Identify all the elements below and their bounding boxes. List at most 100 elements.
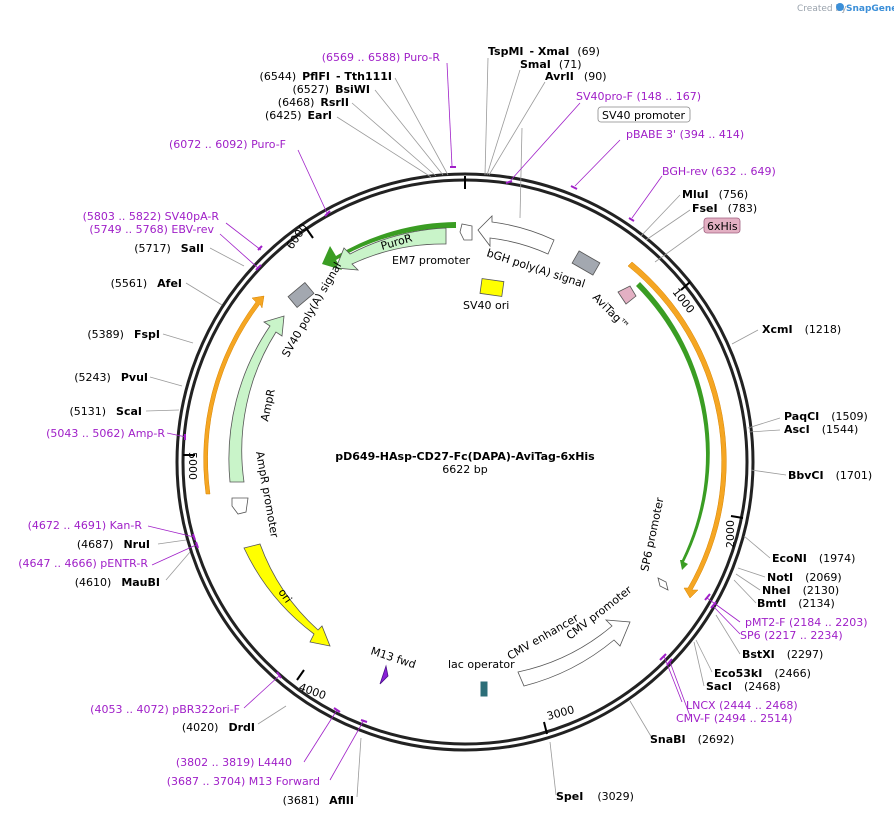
sv40-promoter-labelbox[interactable]: [597, 106, 691, 123]
primer-ebv-rev[interactable]: (5749 .. 5768) EBV-rev: [89, 223, 214, 236]
enzyme-scai[interactable]: ScaI: [116, 405, 142, 418]
primer-puro-f[interactable]: (6072 .. 6092) Puro-F: [169, 138, 286, 151]
enzyme-sali-pos: (5717): [134, 242, 171, 255]
enzyme-nrui[interactable]: NruI: [123, 538, 150, 551]
puror-gene-line[interactable]: [322, 222, 456, 270]
svg-text:(6527)BsiWI: (6527) BsiWI: [292, 83, 370, 96]
primer-labels: (6569 .. 6588) Puro-R SV40pro-F (148 .. …: [18, 51, 867, 788]
lac-operator-box[interactable]: [480, 681, 488, 697]
enzyme-bbvci-pos: (1701): [836, 469, 873, 482]
enzyme-mlui[interactable]: MluI: [682, 188, 709, 201]
enzyme-bbvci[interactable]: BbvCI: [788, 469, 824, 482]
plasmid-size: 6622 bp: [442, 463, 487, 476]
sv40-promoter-label: SV40 promoter: [602, 109, 686, 122]
primer-pbr322ori-f[interactable]: (4053 .. 4072) pBR322ori-F: [90, 703, 240, 716]
primer-pbabe-3[interactable]: pBABE 3' (394 .. 414): [626, 128, 744, 141]
enzyme-xmai[interactable]: - XmaI: [530, 45, 570, 58]
lac-operator-label: lac operator: [448, 658, 515, 671]
primer-bgh-rev[interactable]: BGH-rev (632 .. 649): [662, 165, 776, 178]
primer-m13-forward[interactable]: (3687 .. 3704) M13 Forward: [167, 775, 320, 788]
svg-text:(5389)FspI: (5389)FspI: [87, 328, 160, 341]
svg-text:SacI(2468): SacI (2468): [706, 680, 781, 693]
primer-puro-r[interactable]: (6569 .. 6588) Puro-R: [322, 51, 441, 64]
enzyme-snabi[interactable]: SnaBI: [650, 733, 686, 746]
avitag-arrow[interactable]: [617, 285, 637, 305]
enzyme-xcmi[interactable]: XcmI: [762, 323, 793, 336]
sixhis-label: 6xHis: [707, 220, 738, 233]
primer-lines: [147, 62, 741, 781]
ampr-promoter-arrow[interactable]: [231, 497, 249, 515]
svg-text:NotI(2069): NotI(2069): [767, 571, 842, 584]
enzyme-aflii[interactable]: AflII: [329, 794, 354, 807]
bgh-polya-arrow[interactable]: [477, 215, 555, 255]
svg-text:BmtI(2134): BmtI(2134): [757, 597, 835, 610]
enzyme-saci-pos: (2468): [744, 680, 781, 693]
enzyme-labels: TspMI - XmaI (69) SmaI (71) AvrII(90) (6544…: [69, 45, 872, 807]
enzyme-econi[interactable]: EcoNI: [772, 552, 807, 565]
enzyme-bsiwi[interactable]: BsiWI: [335, 83, 370, 96]
enzyme-noti[interactable]: NotI: [767, 571, 793, 584]
enzyme-eari[interactable]: EarI: [308, 109, 332, 122]
svg-text:(3681)AflII: (3681)AflII: [283, 794, 354, 807]
sp6-promoter-label: SP6 promoter: [638, 496, 666, 573]
enzyme-eco53ki[interactable]: Eco53kI: [714, 667, 762, 680]
right-orange-feature[interactable]: [627, 261, 727, 599]
enzyme-bstxi[interactable]: BstXI: [742, 648, 775, 661]
primer-lncx[interactable]: LNCX (2444 .. 2468): [686, 699, 798, 712]
enzyme-asci[interactable]: AscI: [784, 423, 810, 436]
enzyme-nhei[interactable]: NheI: [762, 584, 791, 597]
em7-promoter-arrow[interactable]: [459, 223, 473, 241]
m13-fwd-arrow[interactable]: [379, 664, 389, 685]
m13-fwd-label: M13 fwd: [369, 644, 417, 671]
enzyme-spei[interactable]: SpeI: [556, 790, 583, 803]
enzyme-maubi[interactable]: MauBI: [121, 576, 160, 589]
enzyme-paqci[interactable]: PaqCI: [784, 410, 819, 423]
tick-marks: [183, 176, 744, 735]
primer-sv40pa-r[interactable]: (5803 .. 5822) SV40pA-R: [83, 210, 220, 223]
enzyme-rsrii[interactable]: RsrII: [320, 96, 349, 109]
bgh-polya-box[interactable]: [571, 250, 601, 276]
sixhis-labelbox[interactable]: [703, 217, 741, 234]
primer-amp-r[interactable]: (5043 .. 5062) Amp-R: [46, 427, 165, 440]
enzyme-drdi-pos: (4020): [182, 721, 219, 734]
ori-arrow[interactable]: [243, 543, 331, 647]
primer-sp6[interactable]: SP6 (2217 .. 2234): [740, 629, 843, 642]
primer-cmv-f[interactable]: CMV-F (2494 .. 2514): [676, 712, 792, 725]
svg-text:AvrII(90): AvrII(90): [545, 70, 607, 83]
enzyme-nrui-pos: (4687): [77, 538, 114, 551]
enzyme-lines: [145, 57, 787, 798]
primer-kan-r[interactable]: (4672 .. 4691) Kan-R: [28, 519, 143, 532]
ampr-arrow[interactable]: [228, 315, 285, 483]
enzyme-smai[interactable]: SmaI: [520, 58, 551, 71]
enzyme-afei[interactable]: AfeI: [157, 277, 182, 290]
sp6-promoter-arrow[interactable]: [657, 577, 669, 591]
primer-l4440[interactable]: (3802 .. 3819) L4440: [176, 756, 292, 769]
primer-pentr-r[interactable]: (4647 .. 4666) pENTR-R: [18, 557, 148, 570]
enzyme-fspi[interactable]: FspI: [134, 328, 160, 341]
primer-sv40pro-f[interactable]: SV40pro-F (148 .. 167): [576, 90, 701, 103]
enzyme-tspmi[interactable]: TspMI: [488, 45, 524, 58]
tick-label-5000: 5000: [186, 452, 199, 480]
plasmid-name: pD649-HAsp-CD27-Fc(DAPA)-AviTag-6xHis: [335, 450, 595, 463]
enzyme-pflfi-pos: (6544): [260, 70, 297, 83]
enzyme-xcmi-pos: (1218): [805, 323, 842, 336]
enzyme-pvui[interactable]: PvuI: [121, 371, 148, 384]
enzyme-smai-pos: (71): [559, 58, 582, 71]
enzyme-avrii[interactable]: AvrII: [545, 70, 574, 83]
primer-pmt2-f[interactable]: pMT2-F (2184 .. 2203): [745, 616, 868, 629]
enzyme-pflfi[interactable]: PflFI: [302, 70, 330, 83]
left-orange-feature[interactable]: [203, 295, 265, 495]
enzyme-drdi[interactable]: DrdI: [228, 721, 255, 734]
enzyme-sali[interactable]: SalI: [181, 242, 204, 255]
cmv-arrow[interactable]: [517, 619, 631, 687]
enzyme-fsei[interactable]: FseI: [692, 202, 718, 215]
sv40-polya-box[interactable]: [287, 282, 315, 308]
enzyme-bmti[interactable]: BmtI: [757, 597, 786, 610]
puror-arrow[interactable]: [335, 227, 447, 271]
enzyme-eari-pos: (6425): [265, 109, 302, 122]
sv40-ori-box[interactable]: [479, 278, 505, 297]
enzyme-tspmi-pos: (69): [577, 45, 600, 58]
enzyme-tth111i[interactable]: - Tth111I: [336, 70, 392, 83]
enzyme-bsiwi-pos: (6527): [292, 83, 329, 96]
enzyme-saci[interactable]: SacI: [706, 680, 732, 693]
